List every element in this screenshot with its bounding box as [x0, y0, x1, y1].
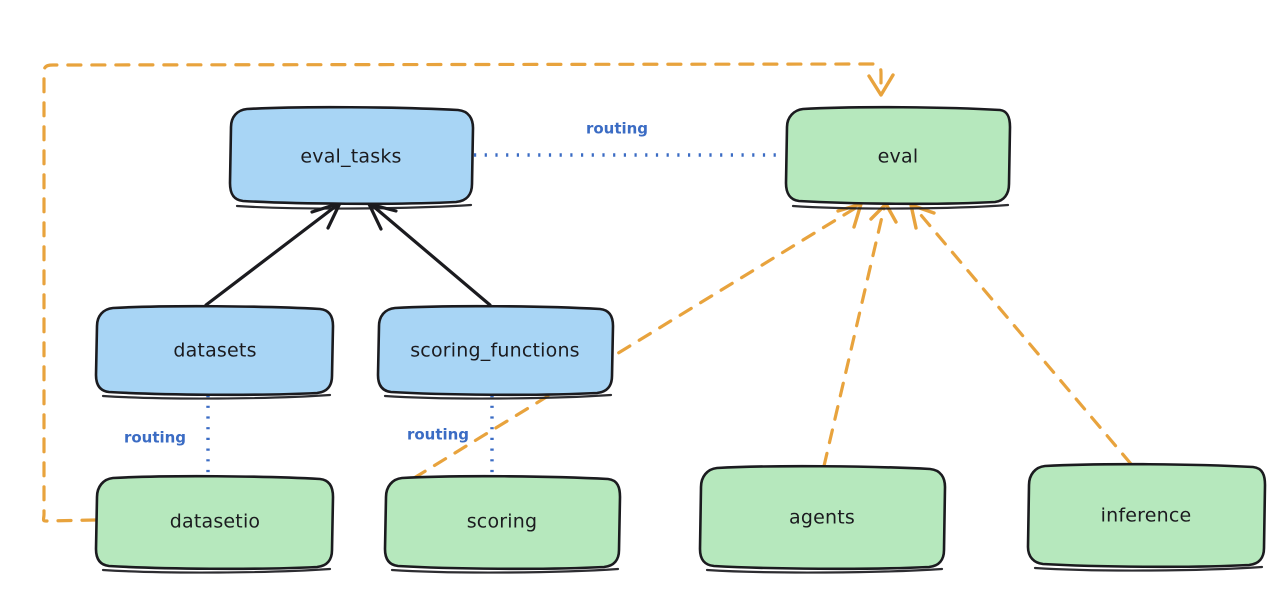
node-inference[interactable]: inference: [1026, 462, 1267, 572]
node-eval[interactable]: eval: [784, 105, 1012, 210]
node-label-datasets: datasets: [173, 340, 256, 362]
node-label-eval: eval: [878, 146, 919, 168]
node-agents[interactable]: agents: [698, 464, 947, 574]
node-eval_tasks[interactable]: eval_tasks: [228, 105, 475, 210]
node-datasets[interactable]: datasets: [94, 304, 335, 400]
node-label-inference: inference: [1101, 505, 1192, 527]
node-label-datasetio: datasetio: [170, 511, 261, 533]
node-label-scoring: scoring: [467, 511, 538, 533]
edge-datasetio-to-eval: [41, 62, 895, 523]
edge-label-routing-eval_tasks-eval: routing: [586, 120, 648, 138]
node-label-eval_tasks: eval_tasks: [300, 146, 401, 168]
node-label-agents: agents: [789, 507, 855, 529]
edge-label-routing-datasets-datasetio: routing: [124, 429, 186, 447]
edge-label-routing-scoring_functions-scoring: routing: [407, 426, 469, 444]
node-scoring[interactable]: scoring: [383, 474, 622, 574]
node-datasetio[interactable]: datasetio: [94, 474, 335, 574]
node-scoring_functions[interactable]: scoring_functions: [376, 304, 615, 400]
node-label-scoring_functions: scoring_functions: [410, 340, 580, 362]
